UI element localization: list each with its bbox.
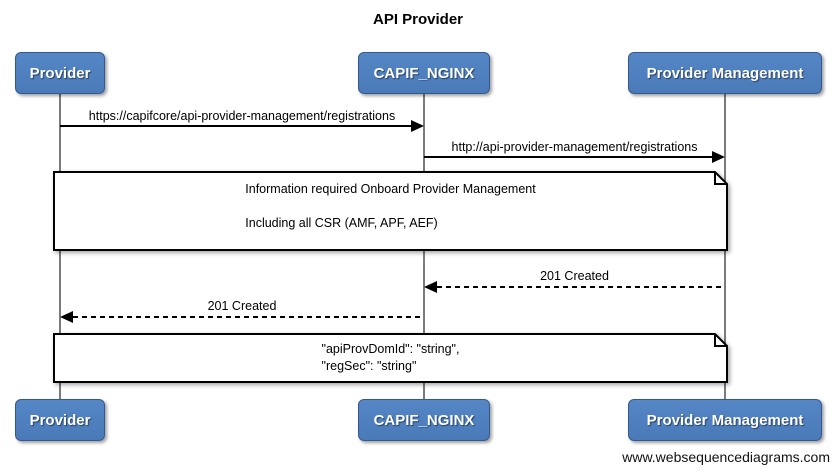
actor-label: Provider <box>29 64 91 82</box>
note-outline <box>53 171 728 251</box>
actor-provider-management-bottom: Provider Management <box>628 399 822 441</box>
actor-label: Provider Management <box>646 64 804 82</box>
actor-capif-nginx-bottom: CAPIF_NGINX <box>358 399 490 441</box>
actor-provider-management-top: Provider Management <box>628 52 822 94</box>
message-label: 201 Created <box>540 269 609 283</box>
arrowhead-left-icon <box>424 281 437 293</box>
message-arrow-line <box>424 156 713 158</box>
message-arrow-line <box>60 125 412 127</box>
actor-provider-bottom: Provider <box>15 399 105 441</box>
note-outline <box>53 333 728 383</box>
arrowhead-right-icon <box>712 151 725 163</box>
note-line <box>245 198 535 215</box>
diagram-title: API Provider <box>372 11 464 28</box>
actor-label: Provider Management <box>646 411 804 429</box>
message-label: https://capifcore/api-provider-managemen… <box>88 109 396 123</box>
arrowhead-right-icon <box>411 120 424 132</box>
note-onboard-info: Information required Onboard Provider Ma… <box>53 171 728 251</box>
note-response-body: "apiProvDomId": "string", "regSec": "str… <box>53 333 728 383</box>
message-arrow-line <box>437 286 725 288</box>
note-line: "apiProvDomId": "string", <box>321 342 460 356</box>
actor-label: Provider <box>29 411 91 429</box>
note-line: Including all CSR (AMF, APF, AEF) <box>245 216 438 230</box>
watermark: www.websequencediagrams.com <box>622 449 830 465</box>
note-line: "regSec": "string" <box>321 359 417 373</box>
message-label: 201 Created <box>207 299 277 313</box>
arrowhead-left-icon <box>60 311 73 323</box>
message-label: http://api-provider-management/registrat… <box>451 140 698 154</box>
note-line: Information required Onboard Provider Ma… <box>245 182 536 196</box>
actor-capif-nginx-top: CAPIF_NGINX <box>358 52 490 94</box>
actor-provider-top: Provider <box>15 52 105 94</box>
actor-label: CAPIF_NGINX <box>373 411 475 429</box>
actor-label: CAPIF_NGINX <box>373 64 475 82</box>
message-arrow-line <box>73 316 424 318</box>
